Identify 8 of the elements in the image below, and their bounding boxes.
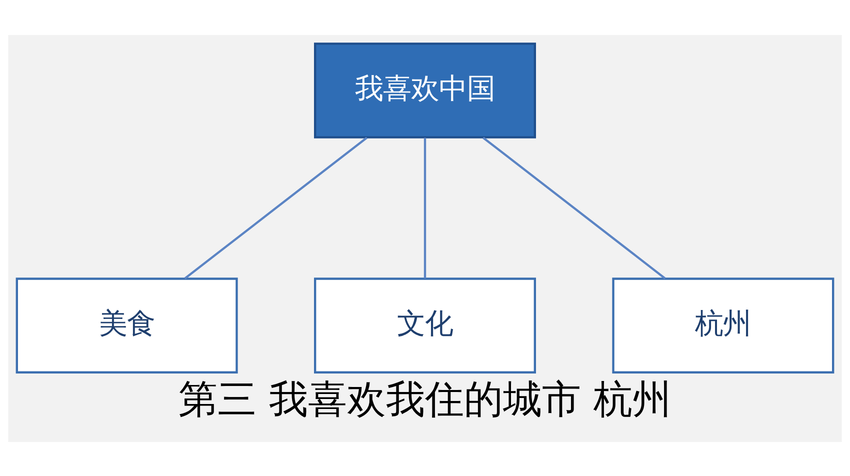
- caption: 第三 我喜欢我住的城市 杭州: [178, 376, 672, 422]
- connector: [482, 136, 666, 279]
- node-box: 美食: [16, 277, 238, 373]
- connector: [184, 136, 368, 279]
- node-box: 杭州: [612, 277, 834, 373]
- node-box: 我喜欢中国: [314, 42, 536, 138]
- connector: [424, 137, 426, 278]
- node-box: 文化: [314, 277, 536, 373]
